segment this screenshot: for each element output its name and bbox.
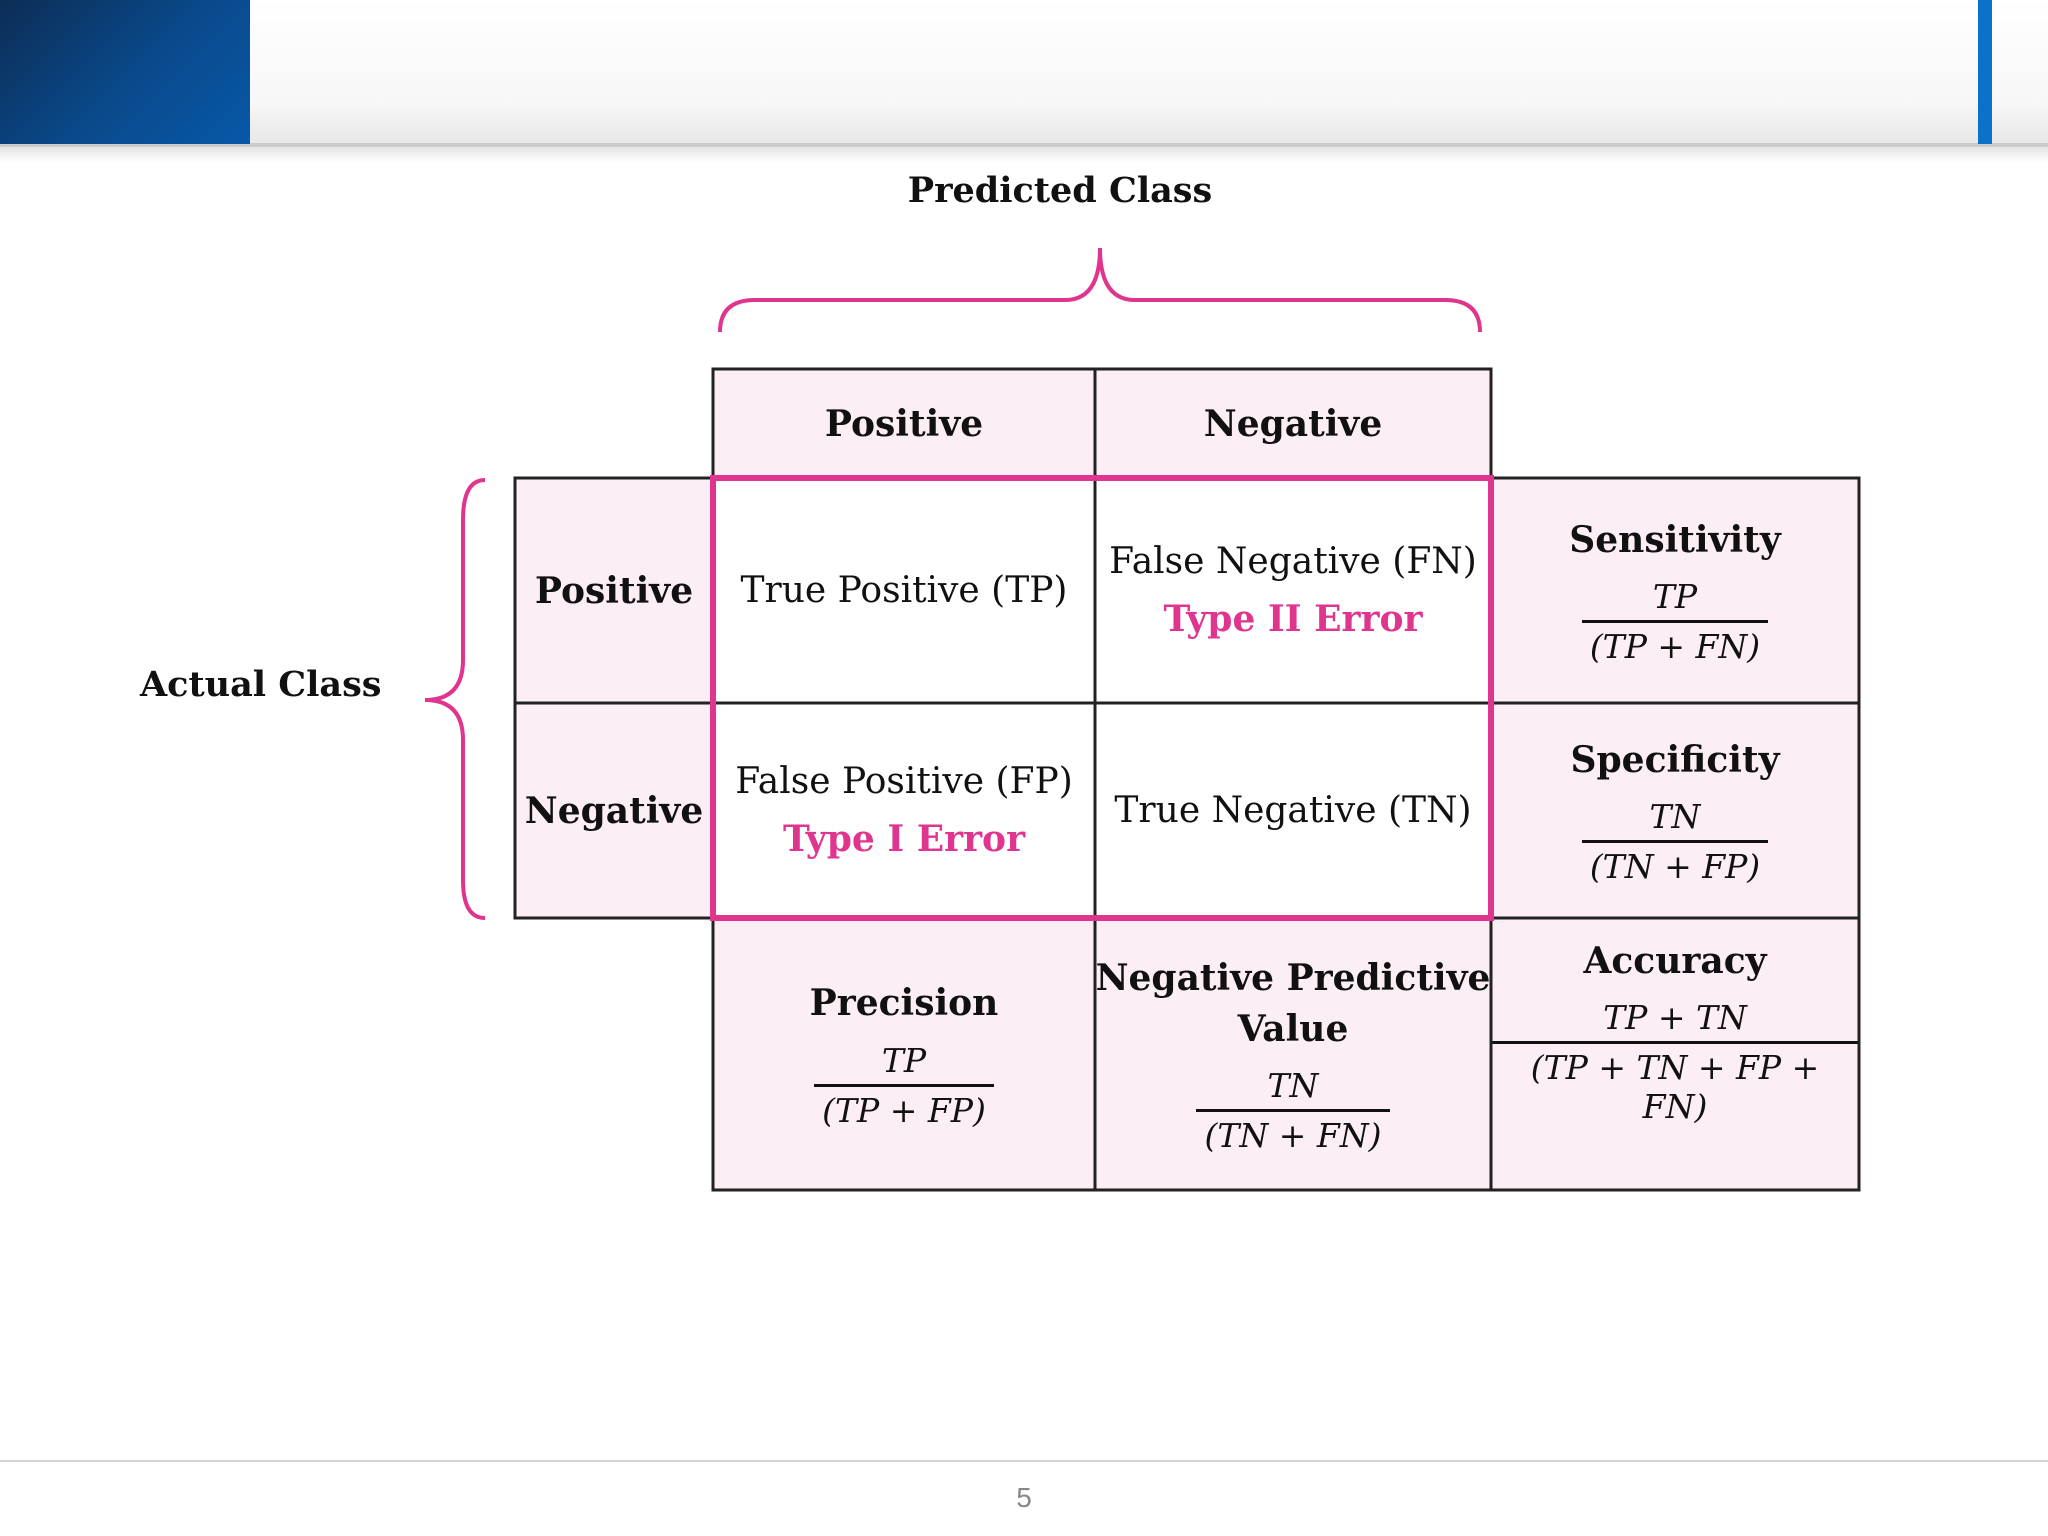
precision-denominator: (TP + FP) bbox=[814, 1083, 994, 1130]
metric-accuracy: Accuracy TP + TN (TP + TN + FP + FN) bbox=[1491, 918, 1859, 1190]
specificity-denominator: (TN + FP) bbox=[1581, 840, 1769, 886]
specificity-name: Specificity bbox=[1570, 738, 1780, 781]
predicted-class-brace bbox=[718, 247, 1482, 333]
precision-numerator: TP bbox=[881, 1040, 927, 1080]
npv-name-line2: Value bbox=[1237, 1007, 1349, 1050]
true-positive-label: True Positive (TP) bbox=[740, 570, 1068, 611]
metric-sensitivity: Sensitivity TP (TP + FN) bbox=[1491, 478, 1859, 703]
header-blue-block bbox=[0, 0, 250, 144]
accuracy-formula: TP + TN (TP + TN + FP + FN) bbox=[1491, 998, 1859, 1126]
specificity-numerator: TN bbox=[1649, 797, 1701, 837]
column-header-border bbox=[711, 367, 1493, 480]
sensitivity-denominator: (TP + FN) bbox=[1581, 620, 1769, 666]
row-header-positive: Positive bbox=[515, 478, 713, 703]
slide-header-bar bbox=[0, 0, 2048, 147]
footer-divider bbox=[0, 1460, 2048, 1462]
true-negative-label: True Negative (TN) bbox=[1114, 790, 1472, 831]
row-header-negative: Negative bbox=[515, 703, 713, 918]
column-header-negative: Negative bbox=[1095, 369, 1491, 478]
grid-lines bbox=[513, 367, 1861, 1192]
false-positive-label: False Positive (FP) bbox=[735, 761, 1073, 802]
npv-numerator: TN bbox=[1267, 1065, 1319, 1105]
npv-name-line1: Negative Predictive bbox=[1095, 957, 1491, 1000]
metric-column-border bbox=[1489, 476, 1861, 1192]
sensitivity-name: Sensitivity bbox=[1569, 518, 1781, 561]
predicted-class-label: Predicted Class bbox=[907, 170, 1213, 211]
matrix-highlight-border bbox=[710, 475, 1494, 921]
cell-false-positive: False Positive (FP) Type I Error bbox=[713, 703, 1095, 918]
npv-denominator: (TN + FN) bbox=[1196, 1108, 1390, 1155]
page-number: 5 bbox=[1016, 1482, 1032, 1513]
column-header-positive: Positive bbox=[713, 369, 1095, 478]
metric-precision: Precision TP (TP + FP) bbox=[713, 918, 1095, 1190]
cell-true-negative: True Negative (TN) bbox=[1095, 703, 1491, 918]
type-i-error-label: Type I Error bbox=[782, 818, 1026, 860]
type-ii-error-label: Type II Error bbox=[1163, 598, 1423, 640]
actual-class-brace bbox=[424, 478, 486, 920]
precision-formula: TP (TP + FP) bbox=[814, 1041, 994, 1130]
accuracy-numerator: TP + TN bbox=[1603, 998, 1747, 1038]
actual-class-label: Actual Class bbox=[140, 664, 382, 705]
npv-formula: TN (TN + FN) bbox=[1196, 1065, 1390, 1155]
sensitivity-formula: TP (TP + FN) bbox=[1581, 577, 1769, 666]
precision-name: Precision bbox=[809, 982, 999, 1025]
metric-row-border bbox=[711, 916, 1493, 1192]
row-header-border bbox=[513, 476, 715, 920]
header-shadow bbox=[0, 143, 2048, 163]
cell-true-positive: True Positive (TP) bbox=[713, 478, 1095, 703]
header-blue-stripe bbox=[1978, 0, 1992, 144]
specificity-formula: TN (TN + FP) bbox=[1581, 797, 1769, 886]
metric-specificity: Specificity TN (TN + FP) bbox=[1491, 703, 1859, 918]
cell-false-negative: False Negative (FN) Type II Error bbox=[1095, 478, 1491, 703]
sensitivity-numerator: TP bbox=[1652, 577, 1698, 617]
accuracy-denominator: (TP + TN + FP + FN) bbox=[1491, 1041, 1859, 1126]
metric-negative-predictive-value: Negative Predictive Value TN (TN + FN) bbox=[1095, 918, 1491, 1190]
false-negative-label: False Negative (FN) bbox=[1109, 541, 1477, 582]
accuracy-name: Accuracy bbox=[1583, 940, 1767, 982]
